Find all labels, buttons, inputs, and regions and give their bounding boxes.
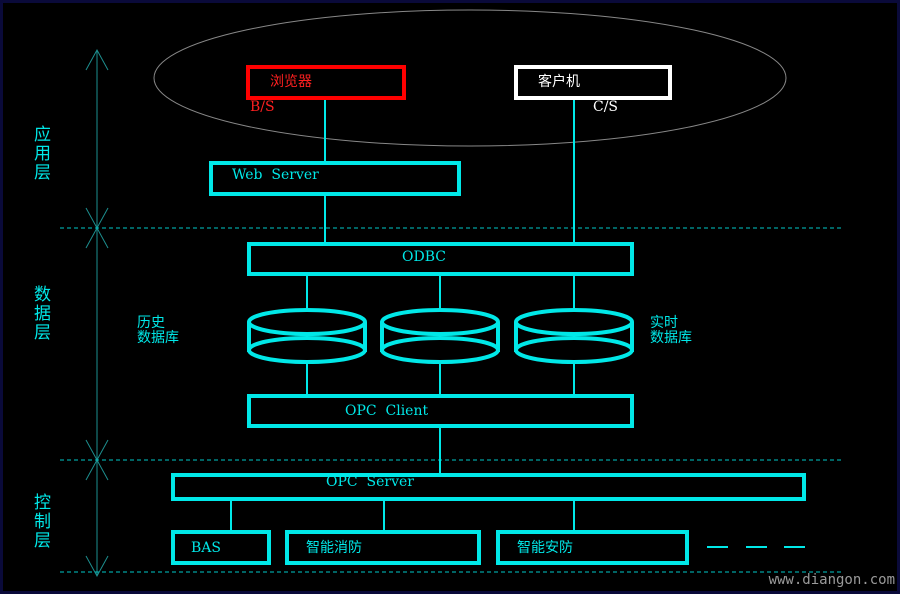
device-label: 智能安防 (517, 540, 573, 556)
watermark: www.diangon.com (769, 572, 895, 588)
layer-label-data: 数据层 (30, 285, 51, 342)
layer-label-application: 应用层 (30, 125, 51, 182)
opc-server-label: OPC Server (326, 474, 414, 490)
connectors (230, 99, 575, 531)
database-cylinders (247, 308, 634, 364)
database-icon (247, 308, 367, 364)
history-db-label: 数据库 (137, 330, 179, 346)
web-server-box (209, 161, 461, 196)
browser-label: 浏览器 (270, 74, 312, 90)
layer-label-control: 控制层 (30, 493, 51, 550)
browser-box (246, 65, 406, 100)
odbc-box (247, 242, 634, 276)
device-label: 智能消防 (306, 540, 362, 556)
realtime-db-label: 实时 (650, 315, 678, 331)
realtime-db-label: 数据库 (650, 330, 692, 346)
client-mode-label: C/S (593, 99, 618, 115)
opc-client-box (247, 394, 634, 428)
device-box-fire (285, 530, 481, 565)
device-box-security (496, 530, 689, 565)
client-tier-ellipse (153, 9, 787, 147)
opc-server-box (171, 473, 806, 501)
database-icon (380, 308, 500, 364)
layer-axis (85, 48, 109, 578)
history-db-label: 历史 (137, 315, 165, 331)
odbc-label: ODBC (402, 249, 446, 265)
database-icon (514, 308, 634, 364)
browser-mode-label: B/S (250, 99, 275, 115)
device-box-bas (171, 530, 271, 565)
client-box (514, 65, 672, 100)
opc-client-label: OPC Client (345, 403, 428, 419)
client-label: 客户机 (538, 73, 580, 90)
device-label: BAS (191, 540, 221, 556)
web-server-label: Web Server (232, 167, 319, 183)
